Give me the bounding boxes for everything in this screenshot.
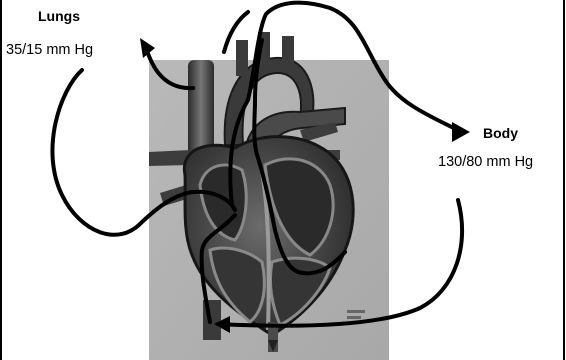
lungs-title: Lungs bbox=[38, 8, 80, 24]
body-title: Body bbox=[483, 125, 518, 141]
lungs-pressure: 35/15 mm Hg bbox=[6, 42, 93, 58]
body-pressure: 130/80 mm Hg bbox=[438, 154, 533, 170]
arrow-to-body-icon bbox=[452, 122, 470, 142]
